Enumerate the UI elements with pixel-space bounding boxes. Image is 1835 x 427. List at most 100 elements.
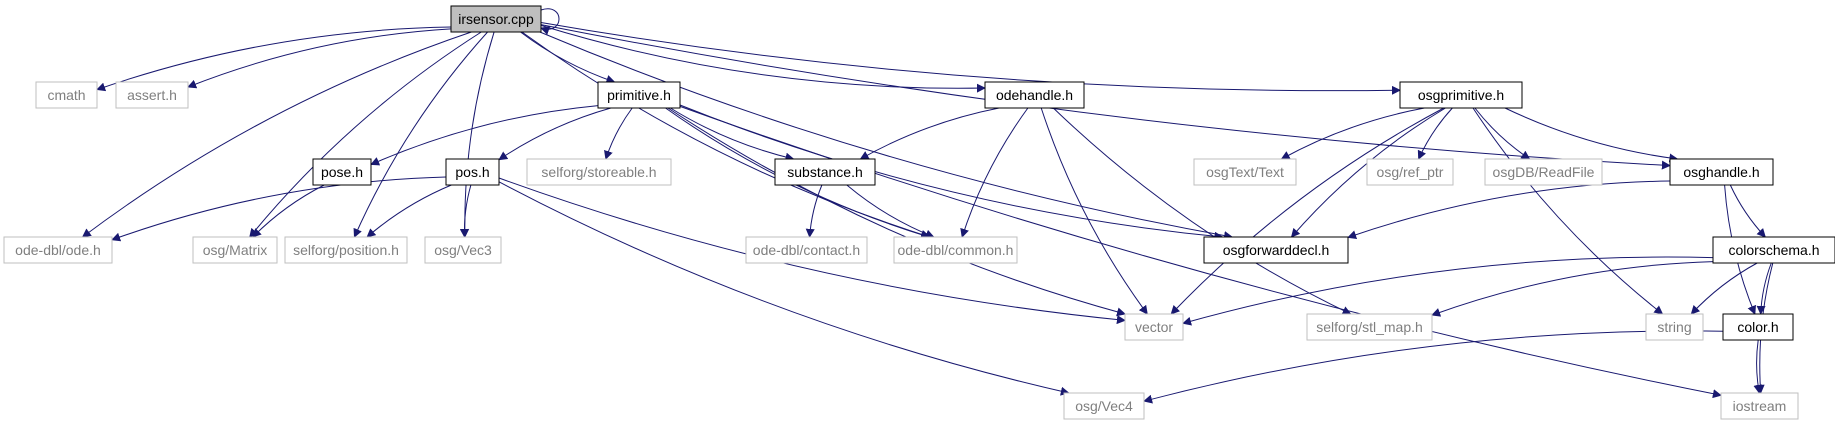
node-label: color.h bbox=[1737, 319, 1778, 335]
edge-irsensor-to-irsensor bbox=[540, 8, 560, 35]
edge-irsensor-to-odehandle bbox=[540, 24, 986, 93]
node-label: osgDB/ReadFile bbox=[1493, 164, 1595, 180]
node-storeable[interactable]: selforg/storeable.h bbox=[526, 158, 672, 186]
node-stlmap[interactable]: selforg/stl_map.h bbox=[1306, 313, 1433, 341]
node-osgtext[interactable]: osgText/Text bbox=[1193, 158, 1297, 186]
edge-primitive-to-substance bbox=[670, 107, 795, 162]
node-assert[interactable]: assert.h bbox=[115, 81, 189, 109]
node-box bbox=[1124, 313, 1184, 341]
edge-primitive-to-iostream bbox=[679, 105, 1722, 399]
edge-osgprimitive-to-osgfwd bbox=[1290, 107, 1446, 238]
node-box bbox=[1203, 236, 1349, 264]
node-position[interactable]: selforg/position.h bbox=[284, 236, 408, 264]
node-odehandle[interactable]: odehandle.h bbox=[984, 81, 1085, 109]
node-box bbox=[445, 158, 500, 186]
edge-osghandle-to-osgfwd bbox=[1347, 180, 1671, 240]
edge-pos-to-vec3 bbox=[459, 184, 472, 238]
node-label: irsensor.cpp bbox=[458, 11, 534, 27]
node-label: iostream bbox=[1733, 398, 1787, 414]
node-box bbox=[3, 236, 113, 264]
node-box bbox=[1712, 236, 1835, 264]
node-label: substance.h bbox=[787, 164, 863, 180]
node-label: osgText/Text bbox=[1206, 164, 1284, 180]
node-substance[interactable]: substance.h bbox=[774, 158, 876, 186]
node-label: ode-dbl/common.h bbox=[898, 242, 1014, 258]
node-contact[interactable]: ode-dbl/contact.h bbox=[745, 236, 868, 264]
node-box bbox=[424, 236, 502, 264]
edge-odehandle-to-stlmap bbox=[1052, 107, 1352, 315]
node-box bbox=[1720, 392, 1799, 420]
node-label: selforg/position.h bbox=[293, 242, 399, 258]
node-color[interactable]: color.h bbox=[1722, 313, 1794, 341]
node-iostream[interactable]: iostream bbox=[1720, 392, 1799, 420]
node-box bbox=[1484, 158, 1603, 186]
edge-colorschema-to-color bbox=[1756, 262, 1772, 315]
nodes-layer: irsensor.cpp cmath assert.h primitive.h odeh… bbox=[3, 5, 1835, 420]
node-label: selforg/storeable.h bbox=[541, 164, 656, 180]
edge-colorschema-to-string bbox=[1690, 262, 1758, 315]
edge-primitive-to-pos bbox=[498, 107, 612, 161]
edge-irsensor-to-assert bbox=[187, 28, 452, 89]
node-primitive[interactable]: primitive.h bbox=[597, 81, 681, 109]
node-label: osgprimitive.h bbox=[1418, 87, 1504, 103]
node-box bbox=[450, 5, 542, 33]
node-label: osg/ref_ptr bbox=[1377, 164, 1444, 180]
edge-osghandle-to-colorschema bbox=[1729, 184, 1766, 238]
node-label: colorschema.h bbox=[1728, 242, 1819, 258]
node-label: osgforwarddecl.h bbox=[1223, 242, 1330, 258]
edge-irsensor-to-cmath bbox=[96, 26, 452, 92]
node-box bbox=[284, 236, 408, 264]
node-box bbox=[984, 81, 1085, 109]
node-common[interactable]: ode-dbl/common.h bbox=[893, 236, 1018, 264]
node-string[interactable]: string bbox=[1645, 313, 1704, 341]
node-box bbox=[745, 236, 868, 264]
node-box bbox=[35, 81, 98, 109]
edge-color-to-iostream bbox=[1753, 339, 1763, 394]
node-refptr[interactable]: osg/ref_ptr bbox=[1366, 158, 1454, 186]
node-readfile[interactable]: osgDB/ReadFile bbox=[1484, 158, 1603, 186]
edge-irsensor-to-matrix bbox=[249, 31, 482, 238]
node-pose[interactable]: pose.h bbox=[312, 158, 372, 186]
node-box bbox=[1306, 313, 1433, 341]
node-cmath[interactable]: cmath bbox=[35, 81, 98, 109]
node-vec4[interactable]: osg/Vec4 bbox=[1063, 392, 1145, 420]
node-box bbox=[526, 158, 672, 186]
edge-osgprimitive-to-vector bbox=[1170, 107, 1445, 315]
node-label: pose.h bbox=[321, 164, 363, 180]
edge-osgprimitive-to-readfile bbox=[1474, 107, 1531, 160]
node-label: cmath bbox=[47, 87, 85, 103]
node-label: primitive.h bbox=[607, 87, 671, 103]
node-matrix[interactable]: osg/Matrix bbox=[192, 236, 278, 264]
edge-pos-to-position bbox=[366, 184, 452, 238]
node-osgfwd[interactable]: osgforwarddecl.h bbox=[1203, 236, 1349, 264]
edge-irsensor-to-common bbox=[521, 31, 931, 239]
node-label: osghandle.h bbox=[1683, 164, 1759, 180]
node-vector[interactable]: vector bbox=[1124, 313, 1184, 341]
node-label: ode-dbl/ode.h bbox=[15, 242, 101, 258]
edge-osgprimitive-to-osghandle bbox=[1504, 107, 1679, 163]
edge-primitive-to-pose bbox=[370, 105, 599, 166]
node-colorschema[interactable]: colorschema.h bbox=[1712, 236, 1835, 264]
edge-odehandle-to-substance bbox=[859, 107, 1000, 160]
edge-pos-to-vec4 bbox=[498, 181, 1070, 396]
node-vec3[interactable]: osg/Vec3 bbox=[424, 236, 502, 264]
node-label: osg/Vec4 bbox=[1075, 398, 1133, 414]
edge-irsensor-to-osgprimitive bbox=[540, 22, 1401, 95]
edge-colorschema-to-vector bbox=[1182, 256, 1714, 326]
edge-irsensor-to-odedbl bbox=[81, 31, 472, 238]
node-irsensor[interactable]: irsensor.cpp bbox=[450, 5, 542, 33]
edge-irsensor-to-vec3 bbox=[460, 31, 495, 238]
edge-irsensor-to-primitive bbox=[520, 31, 616, 84]
edge-pos-to-vector bbox=[498, 177, 1126, 325]
node-odedbl[interactable]: ode-dbl/ode.h bbox=[3, 236, 113, 264]
node-osghandle[interactable]: osghandle.h bbox=[1669, 158, 1774, 186]
node-box bbox=[774, 158, 876, 186]
edge-osgprimitive-to-refptr bbox=[1417, 107, 1453, 160]
edge-pos-to-odedbl bbox=[111, 176, 447, 242]
edge-substance-to-contact bbox=[805, 184, 823, 238]
node-osgprimitive[interactable]: osgprimitive.h bbox=[1399, 81, 1523, 109]
node-label: odehandle.h bbox=[996, 87, 1073, 103]
node-pos[interactable]: pos.h bbox=[445, 158, 500, 186]
edge-colorschema-to-stlmap bbox=[1431, 261, 1714, 317]
